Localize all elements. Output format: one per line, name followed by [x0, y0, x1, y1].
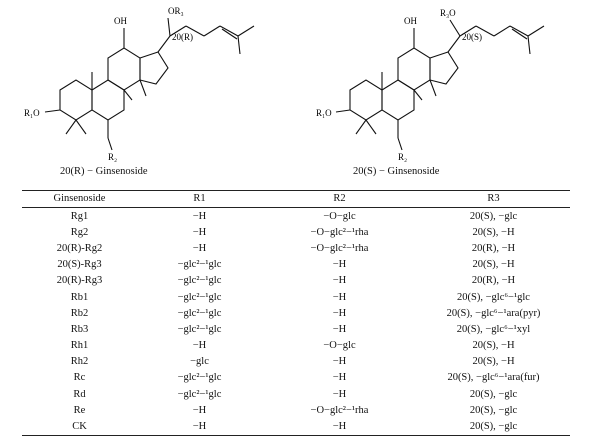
table-cell: 20(S), −glc [417, 418, 570, 436]
oh-label: OH [404, 16, 417, 26]
table-cell: Rb3 [70, 323, 89, 335]
r1o-label: R₁O [316, 108, 332, 118]
header-r2: R2 [333, 193, 346, 204]
table-cell: −H [332, 388, 347, 400]
table-cell: −glc²−¹glc [177, 388, 222, 400]
r1o-label: R₁O [24, 108, 40, 118]
table-cell: −H [332, 307, 347, 319]
caption-20s: 20(S) − Ginsenoside [353, 166, 440, 177]
table-cell: −O−glc [323, 210, 356, 222]
r2-label: R₂ [108, 152, 117, 162]
config-label: 20(S) [462, 32, 482, 42]
table-cell: −H [332, 259, 347, 271]
table-cell: −glc²−¹glc [177, 291, 222, 303]
table-cell: 20(R)-Rg3 [56, 275, 103, 287]
table-cell: 20(S), −H [472, 259, 515, 271]
table-row: Re −H −O−glc²−¹rha 20(S), −glc [22, 402, 570, 418]
table-row: Rd −glc²−¹glc −H 20(S), −glc [22, 386, 570, 402]
table-cell: −glc²−¹glc [177, 307, 222, 319]
table-cell: −H [332, 372, 347, 384]
table-cell: 20(R), −H [471, 275, 516, 287]
table-row: Rh2 −glc −H 20(S), −H [22, 354, 570, 370]
structure-20s: R₃O OH 20(S) R₁O R₂ [316, 8, 545, 162]
table-cell: Rb1 [70, 291, 89, 303]
table-cell: −H [192, 340, 207, 352]
structures-figure: OH OR₃ 20(R) R₁O R₂ 20(R) − Ginsenoside [0, 0, 590, 188]
table-cell: −H [192, 404, 207, 416]
table-cell: −H [192, 210, 207, 222]
table-cell: Rh2 [70, 356, 89, 368]
table-row: Rh1 −H −O−glc 20(S), −H [22, 338, 570, 354]
r2-label: R₂ [398, 152, 407, 162]
or3-label: OR₃ [168, 6, 184, 16]
table-cell: 20(S), −H [472, 226, 515, 238]
table-cell: 20(R), −H [471, 242, 516, 254]
table-cell: −H [192, 226, 207, 238]
table-cell: −H [332, 275, 347, 287]
table-cell: 20(S), −glc [469, 388, 518, 400]
table-header-row: Ginsenoside R1 R2 R3 [22, 190, 570, 208]
ginsenoside-table: Ginsenoside R1 R2 R3 Rg1 −H −O−glc 20(S), −… [22, 190, 570, 436]
table-cell: Rh1 [70, 340, 89, 352]
header-r1: R1 [193, 193, 206, 204]
header-ginsenoside: Ginsenoside [53, 193, 106, 204]
table-cell: 20(R)-Rg2 [56, 242, 103, 254]
table-cell: Rc [73, 372, 86, 384]
table-cell: −glc²−¹glc [177, 259, 222, 271]
table-cell: 20(S), −glc⁶−¹ara(fur) [447, 372, 540, 384]
table-cell: Rd [73, 388, 86, 400]
table-cell: 20(S), −glc⁶−¹xyl [456, 323, 531, 335]
table-cell: Rg2 [70, 226, 89, 238]
table-cell: −H [332, 356, 347, 368]
config-label: 20(R) [172, 32, 193, 42]
table-cell: −H [192, 242, 207, 254]
table-cell: 20(S), −H [472, 356, 515, 368]
caption-20r: 20(R) − Ginsenoside [60, 166, 148, 177]
table-cell: 20(S), −glc [469, 404, 518, 416]
table-cell: 20(S), −glc⁶−¹glc [457, 291, 530, 303]
table-row: Rb3 −glc²−¹glc −H 20(S), −glc⁶−¹xyl [22, 321, 570, 337]
table-cell: −O−glc [323, 340, 356, 352]
table-cell: −glc²−¹glc [177, 275, 222, 287]
table-row: Rb1 −glc²−¹glc −H 20(S), −glc⁶−¹glc [22, 289, 570, 305]
header-r3: R3 [487, 193, 500, 204]
r3o-label: R₃O [440, 8, 456, 18]
table-row: Rg1 −H −O−glc 20(S), −glc [22, 208, 570, 225]
table-cell: 20(S), −H [472, 340, 515, 352]
table-cell: Rg1 [70, 210, 89, 222]
table-row: 20(R)-Rg2 −H −O−glc²−¹rha 20(R), −H [22, 240, 570, 256]
table-cell: 20(S), −glc [469, 210, 518, 222]
table-row: Rb2 −glc²−¹glc −H 20(S), −glc⁶−¹ara(pyr) [22, 305, 570, 321]
table-cell: −O−glc²−¹rha [310, 404, 369, 416]
table-cell: −glc²−¹glc [177, 323, 222, 335]
table-cell: 20(S), −glc⁶−¹ara(pyr) [446, 307, 541, 319]
table-cell: CK [22, 418, 137, 436]
table-cell: −H [332, 291, 347, 303]
structure-20r: OH OR₃ 20(R) R₁O R₂ [24, 6, 255, 162]
table-row: 20(R)-Rg3 −glc²−¹glc −H 20(R), −H [22, 273, 570, 289]
ginsenoside-table-wrap: Ginsenoside R1 R2 R3 Rg1 −H −O−glc 20(S), −… [22, 190, 570, 436]
table-cell: −O−glc²−¹rha [310, 242, 369, 254]
table-cell: 20(S)-Rg3 [57, 259, 102, 271]
table-cell: −H [137, 418, 262, 436]
table-cell: −glc [190, 356, 209, 368]
table-cell: −glc²−¹glc [177, 372, 222, 384]
table-cell: −H [332, 323, 347, 335]
table-cell: −O−glc²−¹rha [310, 226, 369, 238]
table-cell: Re [73, 404, 86, 416]
oh-label: OH [114, 16, 127, 26]
table-row: Rc −glc²−¹glc −H 20(S), −glc⁶−¹ara(fur) [22, 370, 570, 386]
table-cell: −H [262, 418, 417, 436]
table-row: Rg2 −H −O−glc²−¹rha 20(S), −H [22, 224, 570, 240]
table-cell: Rb2 [70, 307, 89, 319]
table-row: 20(S)-Rg3 −glc²−¹glc −H 20(S), −H [22, 257, 570, 273]
